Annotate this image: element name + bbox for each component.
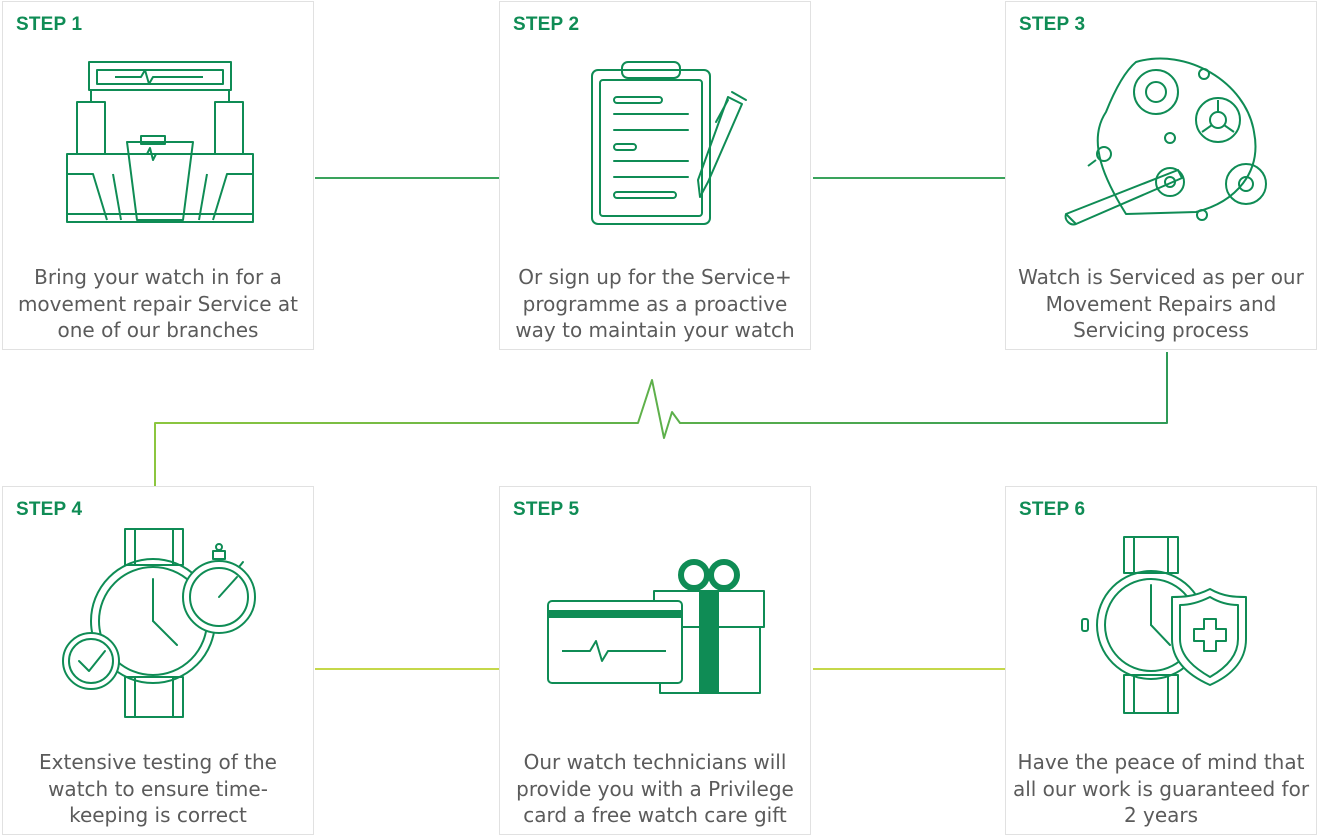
step-card-4: STEP 4 Extensive testing of the watch to… [2, 486, 314, 835]
step-label: STEP 3 [1019, 14, 1086, 35]
step-card-6: STEP 6 Have the peace of mind that all o… [1005, 486, 1317, 835]
watch-shield-icon [1081, 536, 1247, 714]
watch-movement-gears-icon [1064, 57, 1267, 226]
step-card-5: STEP 5 Our watch technicians will provid… [499, 486, 811, 835]
step-label: STEP 5 [513, 499, 580, 520]
step-description: Bring your watch in for a movement repai… [17, 265, 299, 342]
step-label: STEP 6 [1019, 499, 1086, 520]
step-description: Or sign up for the Service+ programme as… [515, 265, 795, 342]
watch-repair-shop-icon [66, 61, 254, 223]
card-gift-icon [547, 559, 765, 694]
step-description: Watch is Serviced as per our Movement Re… [1018, 265, 1304, 342]
step-description: Extensive testing of the watch to ensure… [39, 750, 277, 827]
step-card-3: STEP 3 Watch is Serviced as per our Move… [1005, 1, 1317, 350]
step-label: STEP 2 [513, 14, 580, 35]
step-description: Have the peace of mind that all our work… [1012, 750, 1310, 827]
step-card-1: STEP 1 Bring your watch in for a movemen… [2, 1, 314, 350]
step-label: STEP 1 [16, 14, 83, 35]
heartbeat-connector [154, 352, 1168, 486]
step-description: Our watch technicians will provide you w… [516, 750, 794, 827]
step-card-2: STEP 2 Or sign up for the Service+ progr… [499, 1, 811, 350]
clipboard-pen-icon [591, 61, 747, 225]
step-label: STEP 4 [16, 499, 83, 520]
watch-stopwatch-check-icon [62, 528, 256, 718]
